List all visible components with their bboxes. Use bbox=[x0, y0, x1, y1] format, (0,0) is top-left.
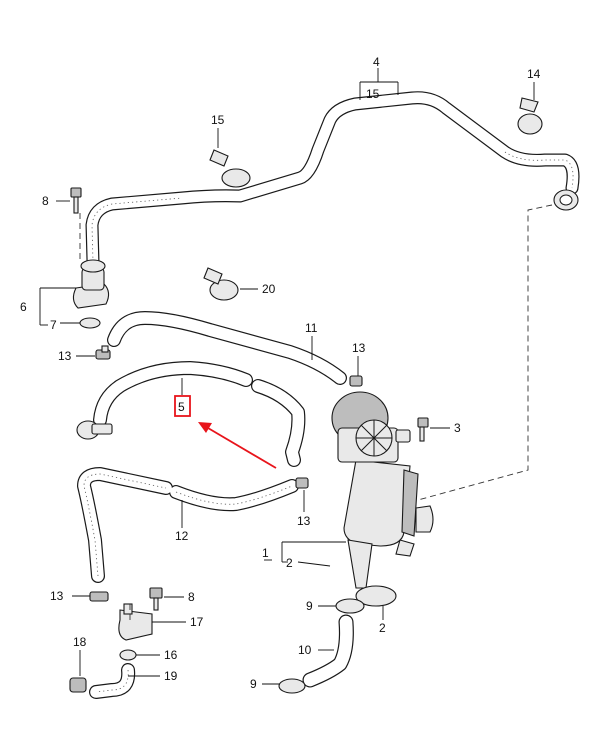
hose-5 bbox=[93, 361, 306, 467]
callout-13-bottom: 13 bbox=[50, 589, 64, 603]
callout-8-bottom: 8 bbox=[188, 590, 195, 604]
callout-5: 5 bbox=[178, 400, 185, 414]
callout-11: 11 bbox=[305, 321, 318, 335]
clamp-15 bbox=[209, 149, 251, 188]
leader-lines bbox=[39, 68, 535, 685]
callout-13-left: 13 bbox=[58, 349, 72, 363]
callout-7: 7 bbox=[50, 318, 57, 332]
vent-hose-4 bbox=[85, 91, 580, 269]
callout-9-lower: 9 bbox=[250, 677, 257, 691]
callout-2-lower: 2 bbox=[379, 621, 386, 635]
clamp-13-right bbox=[349, 375, 363, 387]
oil-separator-1 bbox=[343, 459, 434, 589]
grommet-16 bbox=[119, 649, 137, 661]
callout-15-upper: 15 bbox=[366, 87, 380, 101]
clamp-13-bottom bbox=[89, 591, 109, 602]
clamp-9-top bbox=[335, 598, 365, 614]
gasket-2 bbox=[355, 585, 397, 607]
callout-18: 18 bbox=[73, 635, 87, 649]
connector-5 bbox=[76, 420, 113, 440]
clamp-9-bottom bbox=[278, 678, 306, 694]
callout-2-upper: 2 bbox=[286, 556, 293, 570]
bolt-8-bottom bbox=[149, 587, 163, 611]
callout-8-top: 8 bbox=[42, 194, 49, 208]
fitting-18 bbox=[69, 677, 87, 693]
callout-13-lower: 13 bbox=[297, 514, 311, 528]
bolt-3 bbox=[417, 417, 429, 442]
callout-9-upper: 9 bbox=[306, 599, 313, 613]
callout-1: 1 bbox=[262, 546, 269, 560]
callout-19: 19 bbox=[164, 669, 178, 683]
clamp-14 bbox=[517, 97, 543, 135]
clamp-13-left bbox=[95, 345, 111, 360]
hose-19 bbox=[89, 663, 136, 699]
callout-17: 17 bbox=[190, 615, 204, 629]
highlight-box-5 bbox=[174, 395, 191, 417]
callout-12: 12 bbox=[175, 529, 189, 543]
clamp-13-lower bbox=[295, 477, 309, 489]
callout-13-right: 13 bbox=[352, 341, 366, 355]
valve-housing bbox=[331, 391, 411, 463]
callout-20: 20 bbox=[262, 282, 276, 296]
callout-15: 15 bbox=[211, 113, 225, 127]
callout-3: 3 bbox=[454, 421, 461, 435]
callout-4: 4 bbox=[373, 55, 380, 69]
bracket-17 bbox=[118, 603, 153, 641]
callout-14: 14 bbox=[527, 67, 541, 81]
highlight-arrow bbox=[198, 422, 277, 469]
callout-10: 10 bbox=[298, 643, 312, 657]
flange-6 bbox=[72, 259, 110, 309]
callout-6: 6 bbox=[20, 300, 27, 314]
callout-16: 16 bbox=[164, 648, 178, 662]
clamp-20 bbox=[203, 267, 239, 301]
o-ring-7 bbox=[79, 317, 101, 329]
dashed-guide bbox=[417, 204, 553, 501]
hose-11 bbox=[107, 311, 347, 385]
hose-12 bbox=[77, 467, 299, 583]
hose-10 bbox=[302, 614, 354, 688]
bolt-8-top bbox=[70, 187, 82, 214]
elbow-fitting-4 bbox=[553, 189, 579, 211]
